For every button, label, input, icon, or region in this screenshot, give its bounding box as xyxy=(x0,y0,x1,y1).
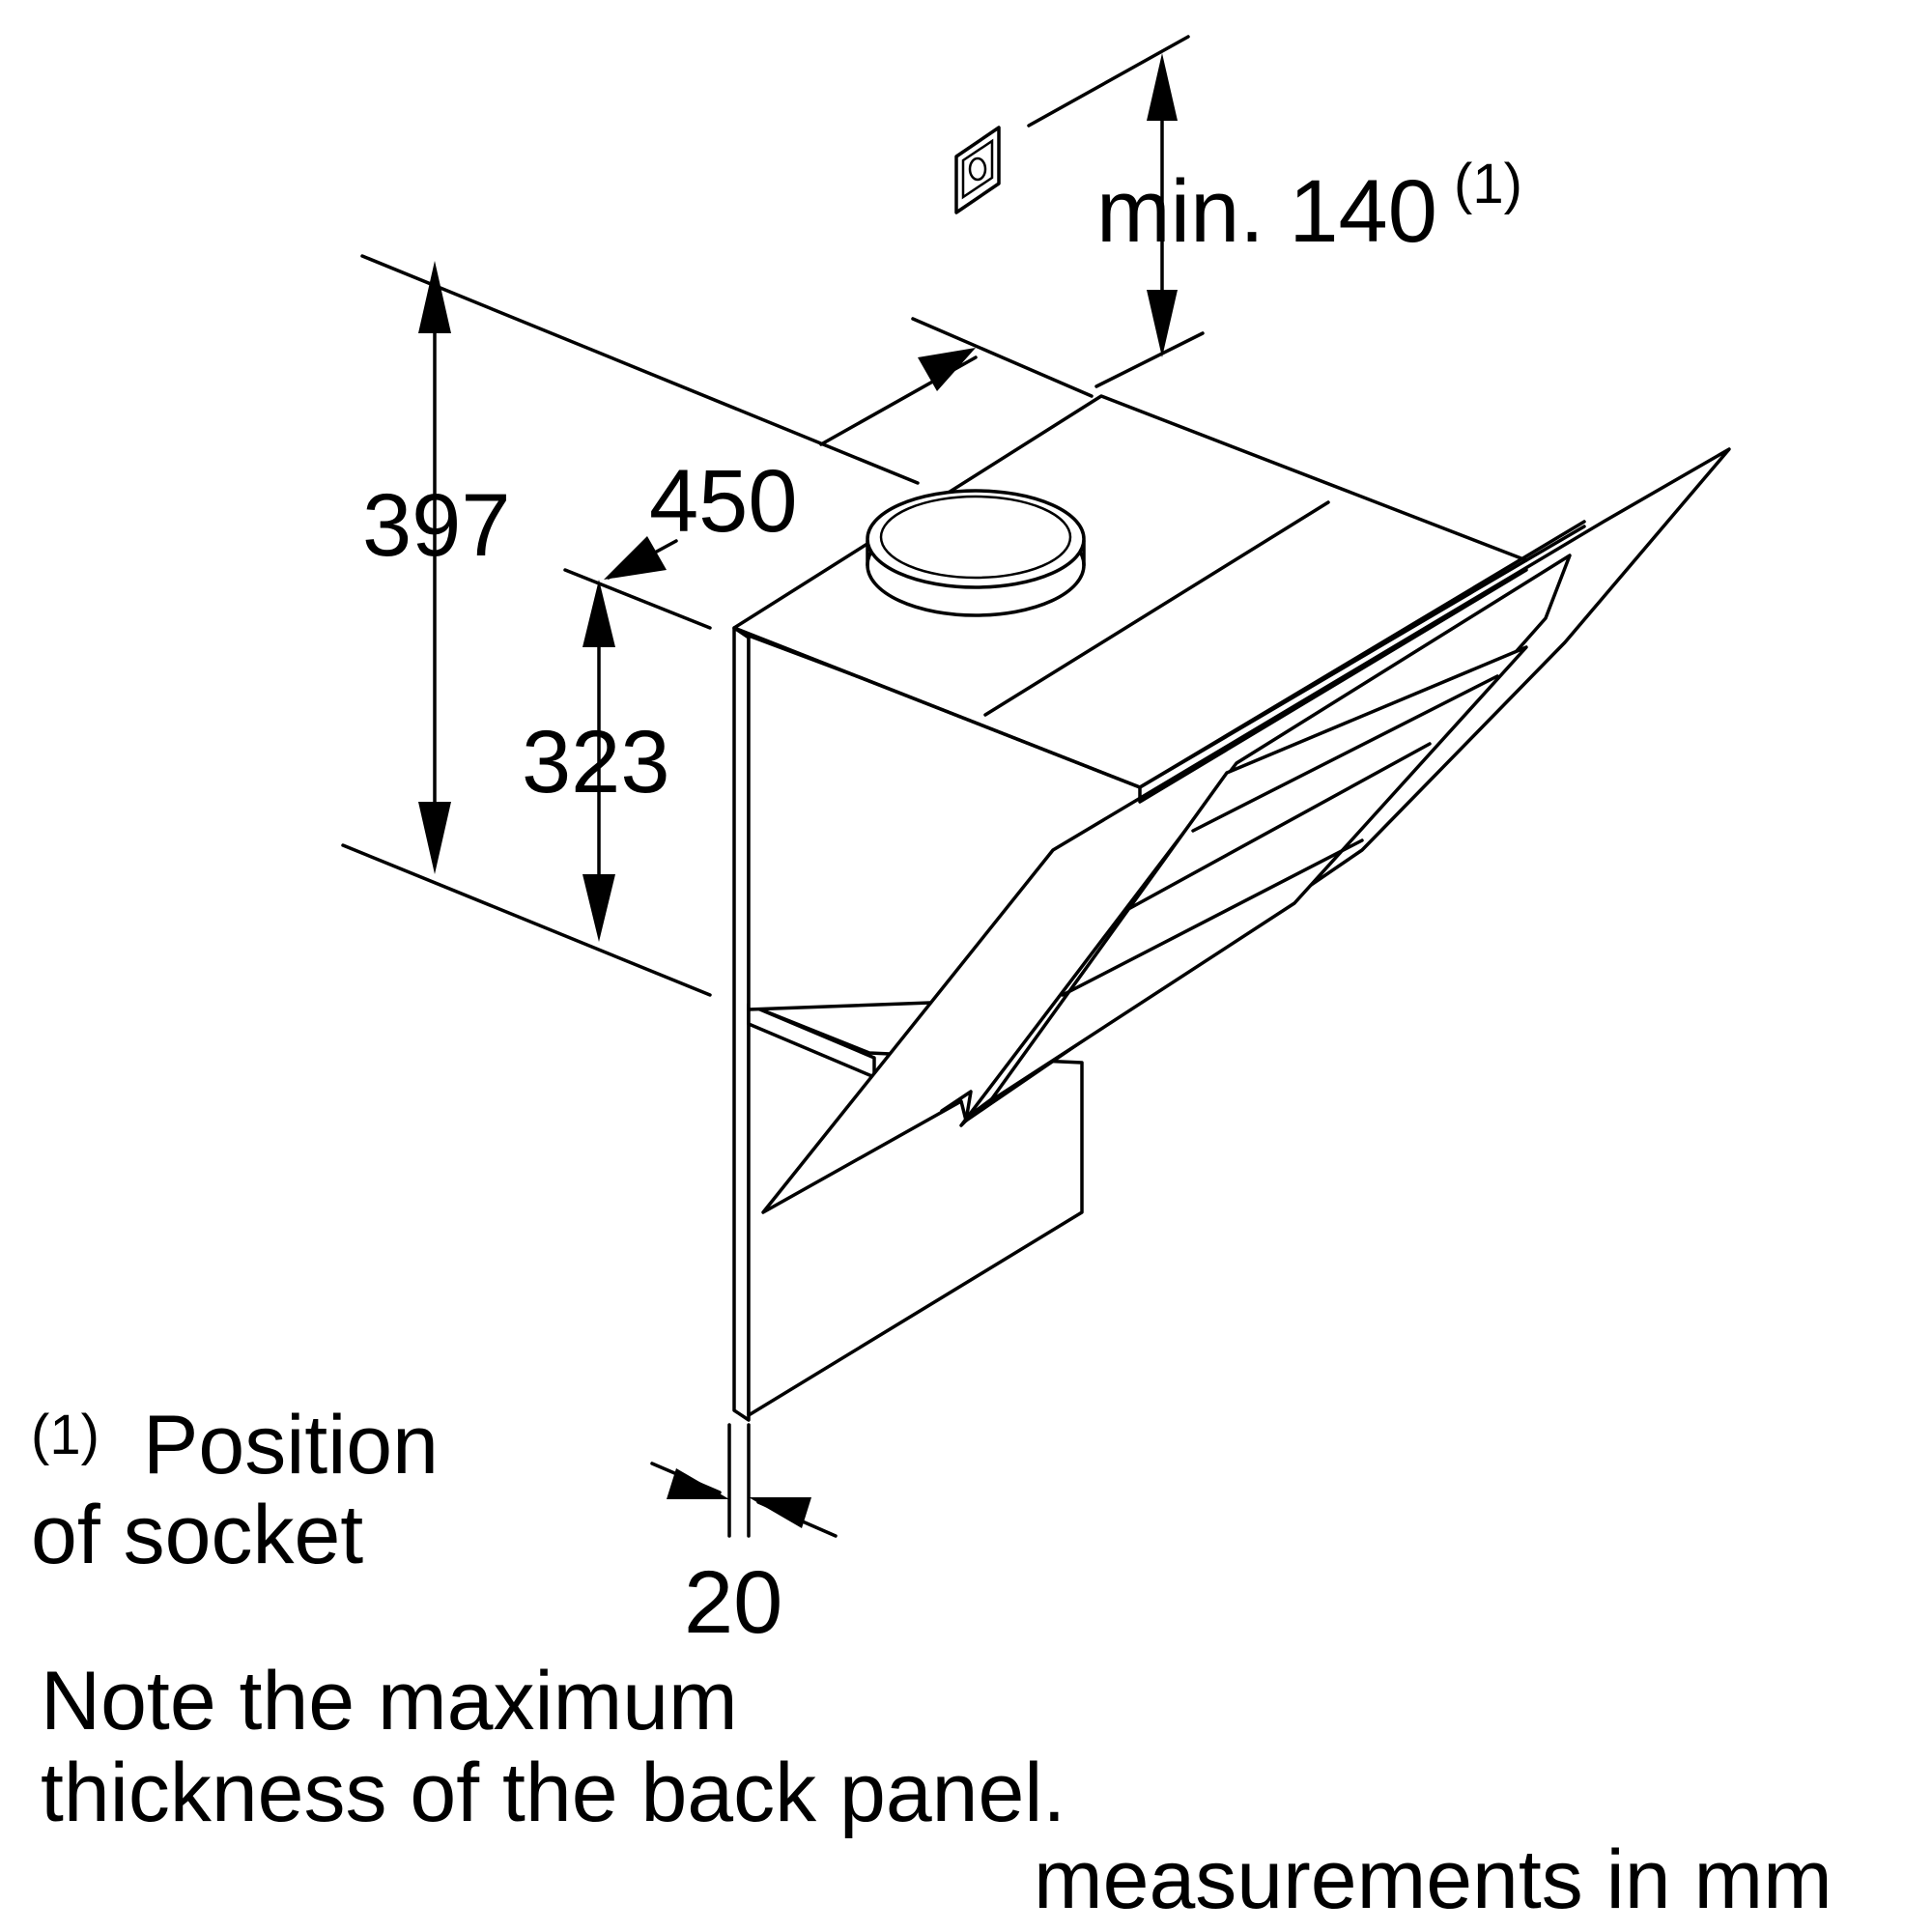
note: Note the maximum thickness of the back p… xyxy=(41,1655,1065,1839)
arrow-down-397 xyxy=(418,802,451,874)
arrow-up-323 xyxy=(582,580,615,647)
arrow-down-140 xyxy=(1147,290,1178,357)
grease-filter xyxy=(988,645,1528,1103)
footnote-marker: (1) xyxy=(31,1404,99,1466)
arrow-down-323 xyxy=(582,874,615,942)
arrow-left-20 xyxy=(749,1497,811,1528)
note-line-2: thickness of the back panel. xyxy=(41,1747,1065,1839)
label-20: 20 xyxy=(684,1553,782,1652)
mounting-plate xyxy=(747,1003,1084,1417)
label-450: 450 xyxy=(649,452,798,551)
cooker-hood xyxy=(732,394,1731,1422)
arrow-downleft-450 xyxy=(604,536,667,580)
label-397: 397 xyxy=(362,476,511,575)
dimension-labels: min. 140 (1) 397 450 323 20 xyxy=(362,153,1522,1652)
label-min-140: min. 140 xyxy=(1096,162,1437,261)
label-323: 323 xyxy=(522,713,670,811)
note-line-1: Note the maximum xyxy=(41,1655,738,1747)
arrow-up-140 xyxy=(1147,53,1178,121)
arrow-right-20 xyxy=(667,1468,729,1499)
socket-icon xyxy=(954,126,1001,214)
extension-lines xyxy=(341,35,1205,1538)
label-min-140-footnote-ref: (1) xyxy=(1454,153,1522,215)
duct-collar xyxy=(866,489,1086,617)
footnote: (1) Position of socket xyxy=(31,1399,439,1581)
back-panel xyxy=(732,626,751,1422)
footnote-line-2: of socket xyxy=(31,1489,363,1581)
dimension-lines xyxy=(418,53,1178,1538)
footnote-line-1: Position xyxy=(143,1399,439,1492)
arrow-up-397 xyxy=(418,261,451,333)
arrow-upright-450 xyxy=(918,348,976,391)
units-label: measurements in mm xyxy=(1034,1833,1833,1926)
